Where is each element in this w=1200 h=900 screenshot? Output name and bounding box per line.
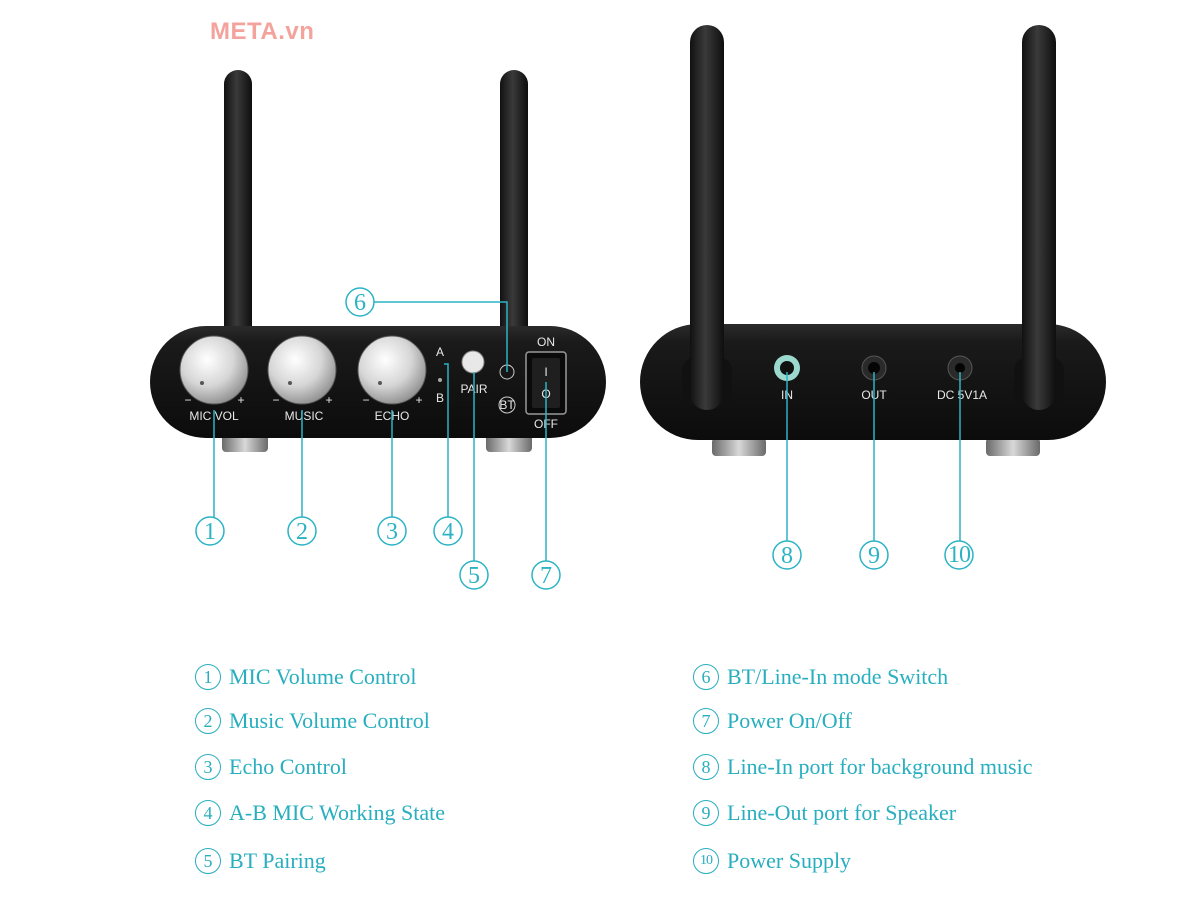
minus-mark-3: −	[362, 393, 369, 407]
back-body	[640, 324, 1106, 440]
back-foot-left	[712, 438, 766, 456]
plus-mark-2: +	[325, 393, 332, 407]
callout-7: 7	[531, 560, 561, 590]
svg-text:2: 2	[296, 519, 308, 545]
legend-item-7: 7 Power On/Off	[693, 705, 852, 737]
legend-number: 7	[693, 708, 719, 734]
callout-10: 10	[944, 540, 974, 570]
line-in-port[interactable]	[774, 355, 800, 381]
legend-item-5: 5 BT Pairing	[195, 845, 326, 877]
svg-text:8: 8	[781, 543, 793, 569]
callout-8: 8	[772, 540, 802, 570]
legend-item-8: 8 Line-In port for background music	[693, 751, 1032, 783]
watermark-logo: META.vn	[210, 18, 315, 45]
legend-text: Music Volume Control	[229, 708, 430, 733]
svg-text:3: 3	[386, 519, 398, 545]
bt-label: BT	[499, 398, 515, 412]
legend-item-6: 6 BT/Line-In mode Switch	[693, 661, 948, 693]
legend-number: 6	[693, 664, 719, 690]
back-unit: IN OUT DC 5V1A	[640, 25, 1106, 456]
mode-a-label: A	[436, 345, 444, 359]
legend-text: Line-Out port for Speaker	[727, 800, 957, 825]
legend-item-9: 9 Line-Out port for Speaker	[693, 797, 956, 829]
callout-2: 2	[287, 516, 317, 546]
legend-number: 5	[195, 848, 221, 874]
mode-b-label: B	[436, 391, 444, 405]
callout-3: 3	[377, 516, 407, 546]
legend-item-4: 4 A-B MIC Working State	[195, 797, 445, 829]
dc-label: DC 5V1A	[937, 388, 987, 402]
svg-text:6: 6	[354, 290, 366, 316]
callout-5: 5	[459, 560, 489, 590]
knob-echo[interactable]	[357, 335, 427, 405]
callout-1: 1	[195, 516, 225, 546]
svg-text:10: 10	[948, 542, 971, 568]
legend-item-1: 1 MIC Volume Control	[195, 661, 416, 693]
pair-button[interactable]	[461, 350, 485, 374]
plus-mark-3: +	[415, 393, 422, 407]
legend-number: 8	[693, 754, 719, 780]
svg-text:1: 1	[204, 519, 216, 545]
legend-text: Echo Control	[229, 754, 347, 779]
callout-9: 9	[859, 540, 889, 570]
minus-mark-1: −	[184, 393, 191, 407]
minus-mark-2: −	[272, 393, 279, 407]
back-foot-right	[986, 438, 1040, 456]
svg-text:5: 5	[468, 563, 480, 589]
legend-item-10: 10 Power Supply	[693, 845, 851, 877]
knob-label-music: MUSIC	[285, 409, 324, 423]
callout-markers: 1 2 3 4 5 6 7 8	[195, 287, 974, 590]
svg-text:9: 9	[868, 543, 880, 569]
legend-text: A-B MIC Working State	[229, 800, 445, 825]
legend-text: Power On/Off	[727, 708, 852, 733]
legend-item-2: 2 Music Volume Control	[195, 705, 430, 737]
back-antenna-left-lower	[690, 300, 724, 410]
dc-power-port[interactable]	[947, 355, 973, 381]
legend-item-3: 3 Echo Control	[195, 751, 347, 783]
knob-mic-vol[interactable]	[179, 335, 249, 405]
legend-text: Power Supply	[727, 848, 852, 873]
led-a-indicator	[438, 378, 442, 382]
switch-on-mark: I	[544, 365, 547, 379]
legend-text: MIC Volume Control	[229, 664, 417, 689]
legend-text: BT Pairing	[229, 848, 326, 873]
legend-text: BT/Line-In mode Switch	[727, 664, 949, 689]
svg-text:4: 4	[442, 519, 454, 545]
back-antenna-right-lower	[1022, 300, 1056, 410]
front-unit: MIC VOL MUSIC ECHO − + − + − + A B PAIR …	[150, 70, 606, 452]
knob-music[interactable]	[267, 335, 337, 405]
callout-6: 6	[345, 287, 375, 317]
callout-4: 4	[433, 516, 463, 546]
antenna-left	[224, 70, 252, 340]
legend-number: 3	[195, 754, 221, 780]
antenna-right	[500, 70, 528, 340]
line-out-port[interactable]	[861, 355, 887, 381]
legend-number: 9	[693, 800, 719, 826]
on-label: ON	[537, 335, 555, 349]
svg-text:7: 7	[540, 563, 552, 589]
legend-number: 2	[195, 708, 221, 734]
legend-text: Line-In port for background music	[727, 754, 1033, 779]
legend-number: 10	[693, 848, 719, 874]
legend-number: 1	[195, 664, 221, 690]
plus-mark-1: +	[237, 393, 244, 407]
callout-lines	[213, 301, 961, 561]
legend-number: 4	[195, 800, 221, 826]
